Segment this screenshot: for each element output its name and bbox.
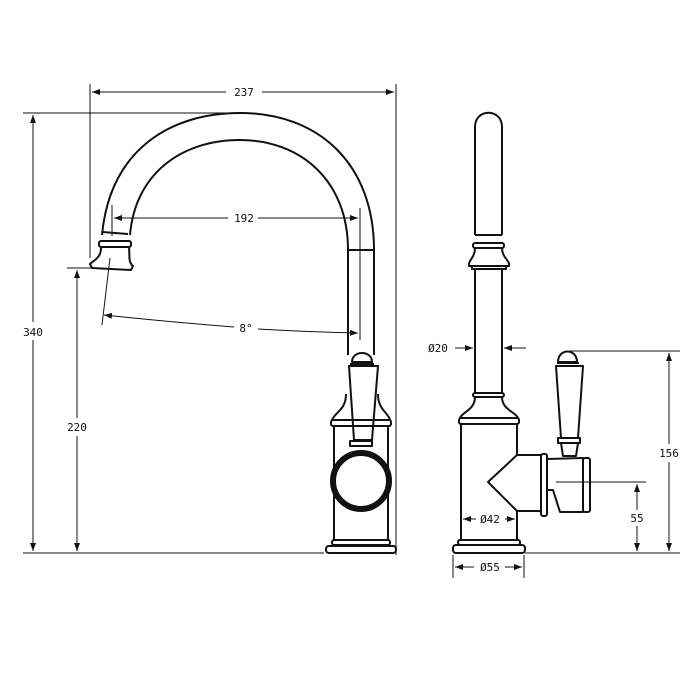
- dim-body-diameter: Ø42: [480, 513, 500, 526]
- handle-cartridge-front: [487, 453, 591, 517]
- handle-cartridge-circle: [330, 450, 392, 512]
- body-front: [452, 417, 526, 554]
- side-view: 237 340 220 192 8°: [23, 84, 397, 555]
- dim-lever-height: 156: [659, 447, 679, 460]
- dim-spout-reach: 192: [234, 212, 254, 225]
- front-dimensions: Ø20 Ø42 Ø55 156 55: [428, 342, 680, 578]
- lever-handle-front: [555, 350, 584, 457]
- front-view: Ø20 Ø42 Ø55 156 55: [428, 111, 680, 578]
- dim-spout-angle: 8°: [239, 322, 252, 335]
- lever-handle-side: [348, 352, 379, 447]
- spout-front: [459, 111, 519, 419]
- spout-inner-outline: [129, 139, 349, 355]
- dim-overall-width: 237: [234, 86, 254, 99]
- dim-outlet-height: 220: [67, 421, 87, 434]
- spout-nozzle: [89, 231, 134, 271]
- dim-spout-diameter: Ø20: [428, 342, 448, 355]
- body-side: [325, 393, 397, 554]
- dim-handle-axis-height: 55: [630, 512, 643, 525]
- dim-overall-height: 340: [23, 326, 43, 339]
- side-dimensions: 237 340 220 192 8°: [23, 84, 397, 555]
- dim-base-diameter: Ø55: [480, 561, 500, 574]
- spout-outer-outline: [101, 112, 375, 355]
